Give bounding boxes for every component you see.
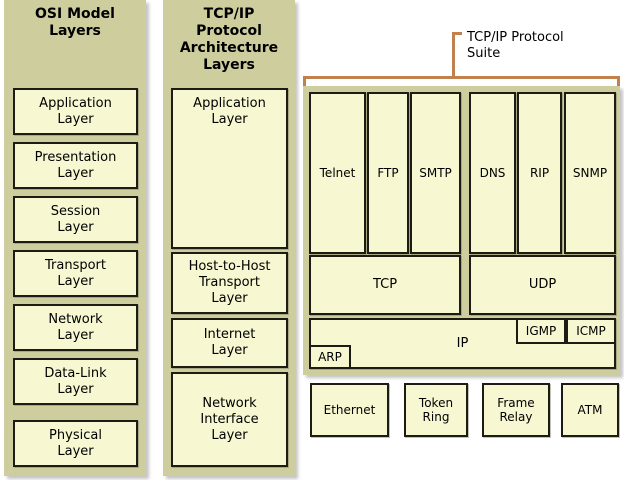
protocol-igmp-label: IGMP xyxy=(525,323,557,338)
protocol-atm-label: ATM xyxy=(577,403,603,417)
protocol-frame-relay[interactable]: Frame Relay xyxy=(482,383,550,437)
protocol-token-ring[interactable]: Token Ring xyxy=(404,383,468,437)
protocol-suite-bracket-stem-group xyxy=(452,32,462,79)
protocol-telnet[interactable]: Telnet xyxy=(309,92,366,254)
protocol-smtp[interactable]: SMTP xyxy=(410,92,461,254)
protocol-atm[interactable]: ATM xyxy=(561,383,619,437)
protocol-ethernet[interactable]: Ethernet xyxy=(310,383,389,437)
protocol-tcp[interactable]: TCP xyxy=(309,255,461,315)
osi-layer-transport[interactable]: Transport Layer xyxy=(13,250,138,297)
protocol-icmp[interactable]: ICMP xyxy=(566,318,616,344)
osi-layer-transport-label: Transport Layer xyxy=(44,257,106,289)
protocol-tcp-label: TCP xyxy=(372,277,398,292)
osi-layer-application[interactable]: Application Layer xyxy=(13,88,138,135)
tcpip-layer-application-label: Application Layer xyxy=(193,96,266,127)
protocol-snmp-label: SNMP xyxy=(572,166,608,180)
tcpip-layer-internet[interactable]: Internet Layer xyxy=(171,318,288,368)
tcpip-layer-network-interface-label: Network Interface Layer xyxy=(200,395,259,443)
protocol-udp[interactable]: UDP xyxy=(469,255,616,315)
protocol-udp-label: UDP xyxy=(528,277,557,292)
bracket-stem-top-tick xyxy=(452,32,462,35)
protocol-icmp-label: ICMP xyxy=(576,323,606,338)
protocol-rip[interactable]: RIP xyxy=(517,92,562,254)
protocol-suite-label: TCP/IP Protocol Suite xyxy=(467,30,564,61)
tcpip-layer-host-to-host-transport-label: Host-to-Host Transport Layer xyxy=(188,259,271,306)
osi-layer-presentation-label: Presentation Layer xyxy=(34,149,117,181)
bracket-vertical-stem xyxy=(452,32,455,79)
protocol-ip-label: IP xyxy=(456,335,469,351)
tcpip-layer-internet-label: Internet Layer xyxy=(203,327,256,358)
tcpip-column-title-line1: TCP/IP xyxy=(203,6,255,22)
tcpip-column-title-line4: Layers xyxy=(203,57,255,73)
tcpip-column-title-line2: Protocol xyxy=(196,23,262,39)
osi-layer-data-link-label: Data-Link Layer xyxy=(44,365,107,397)
protocol-dns-label: DNS xyxy=(479,166,506,180)
protocol-token-ring-label: Token Ring xyxy=(418,396,454,424)
tcpip-column-title: TCP/IP Protocol Architecture Layers xyxy=(163,6,295,74)
bracket-right-cap xyxy=(617,76,620,86)
osi-layer-data-link[interactable]: Data-Link Layer xyxy=(13,358,138,405)
protocol-rip-label: RIP xyxy=(529,166,550,180)
bracket-horizontal-bar xyxy=(303,76,620,79)
protocol-arp-label: ARP xyxy=(318,349,342,364)
tcpip-layer-network-interface[interactable]: Network Interface Layer xyxy=(171,372,288,467)
protocol-ftp-label: FTP xyxy=(377,166,399,180)
osi-layer-session[interactable]: Session Layer xyxy=(13,196,138,243)
osi-layer-physical-label: Physical Layer xyxy=(49,427,102,459)
tcpip-layer-host-to-host-transport[interactable]: Host-to-Host Transport Layer xyxy=(171,252,288,314)
osi-layer-network[interactable]: Network Layer xyxy=(13,304,138,351)
protocol-telnet-label: Telnet xyxy=(319,166,356,180)
osi-layer-presentation[interactable]: Presentation Layer xyxy=(13,142,138,189)
protocol-ethernet-label: Ethernet xyxy=(323,403,376,417)
osi-column-title: OSI Model Layers xyxy=(4,6,146,40)
bracket-left-cap xyxy=(303,76,306,86)
osi-layer-application-label: Application Layer xyxy=(39,95,112,127)
protocol-smtp-label: SMTP xyxy=(419,166,452,180)
protocol-suite-bracket xyxy=(303,76,620,86)
osi-column-title-line2: Layers xyxy=(49,23,101,39)
protocol-igmp[interactable]: IGMP xyxy=(516,318,566,344)
osi-layer-physical[interactable]: Physical Layer xyxy=(13,420,138,467)
protocol-snmp[interactable]: SNMP xyxy=(564,92,616,254)
tcpip-layer-application[interactable]: Application Layer xyxy=(171,88,288,249)
protocol-frame-relay-label: Frame Relay xyxy=(497,396,535,424)
protocol-dns[interactable]: DNS xyxy=(469,92,516,254)
protocol-ftp[interactable]: FTP xyxy=(367,92,409,254)
protocol-arp[interactable]: ARP xyxy=(309,345,351,369)
osi-column-title-line1: OSI Model xyxy=(35,6,115,22)
osi-layer-session-label: Session Layer xyxy=(50,203,101,235)
tcpip-column-title-line3: Architecture xyxy=(179,40,279,56)
osi-layer-network-label: Network Layer xyxy=(48,311,103,343)
